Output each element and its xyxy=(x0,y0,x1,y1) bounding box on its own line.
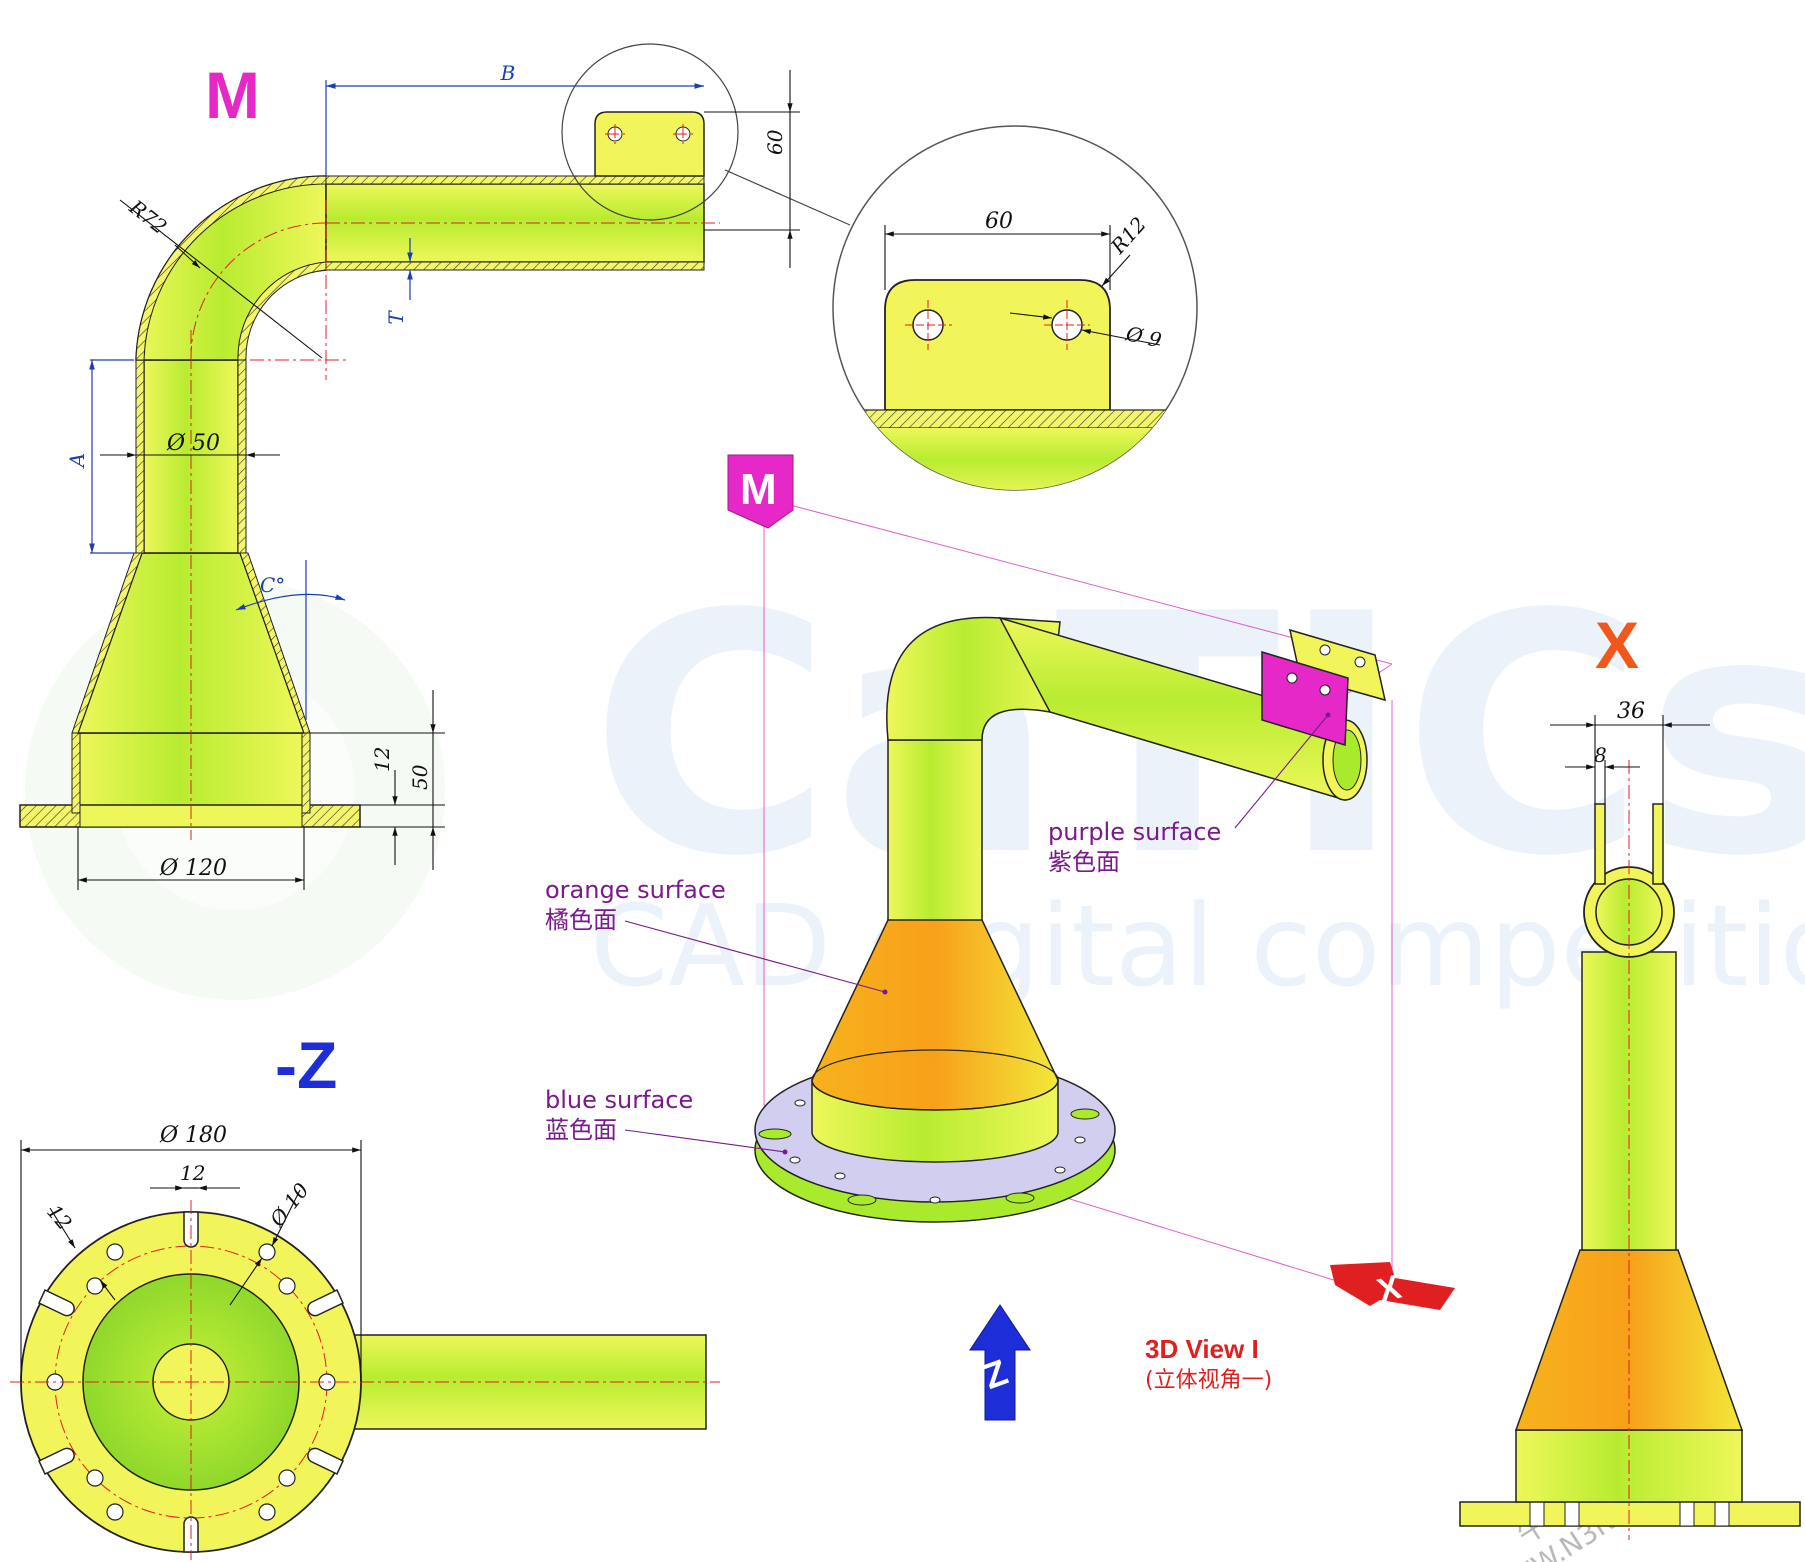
dim-b: B xyxy=(500,61,516,85)
detail-view: 60 R12 Ø 9 xyxy=(832,125,1198,491)
label-orange-surface-cn: 橘色面 xyxy=(545,906,617,934)
dim-60-height: 60 xyxy=(763,129,787,155)
dim-8: 8 xyxy=(1594,743,1607,767)
dim-a: A xyxy=(65,453,89,469)
label-purple-surface: purple surface xyxy=(1048,818,1221,846)
label-purple-surface-cn: 紫色面 xyxy=(1048,848,1120,876)
view-marker-z: Z xyxy=(969,1304,1031,1421)
dim-d180: Ø 180 xyxy=(159,1123,227,1148)
dim-12-height: 12 xyxy=(370,747,394,772)
view-subtitle: (立体视角一) xyxy=(1145,1368,1272,1393)
bottom-view: Ø 180 12 12 Ø 10 -Z xyxy=(10,1028,720,1560)
dim-t: T xyxy=(384,310,408,325)
label-orange-surface: orange surface xyxy=(545,876,726,904)
dim-r72: R72 xyxy=(124,194,171,238)
svg-text:M: M xyxy=(740,465,777,514)
view-label-m: M xyxy=(205,58,260,132)
view-marker-m: M xyxy=(727,454,794,529)
view-label-minus-z: -Z xyxy=(275,1028,337,1102)
label-blue-surface: blue surface xyxy=(545,1086,693,1114)
dim-d120: Ø 120 xyxy=(159,856,227,881)
view-label-x: X xyxy=(1595,608,1639,682)
dim-c-angle: C° xyxy=(260,573,285,597)
dim-50-height: 50 xyxy=(408,764,432,790)
dim-d10: Ø 10 xyxy=(264,1178,313,1232)
dim-12-slot-width: 12 xyxy=(180,1161,205,1185)
svg-text:X: X xyxy=(1373,1268,1405,1311)
iso-view: purple surface 紫色面 orange surface 橘色面 bl… xyxy=(545,454,1455,1421)
view-title: 3D View I xyxy=(1145,1334,1259,1364)
dim-12-slot: 12 xyxy=(42,1200,77,1235)
label-blue-surface-cn: 蓝色面 xyxy=(545,1116,617,1144)
side-view: 36 8 X xyxy=(1459,608,1801,1540)
front-view: B A T C° xyxy=(19,43,851,890)
dim-36: 36 xyxy=(1617,699,1645,724)
dim-d50: Ø 50 xyxy=(166,431,220,456)
detail-dim-60: 60 xyxy=(985,209,1013,234)
purple-surface xyxy=(1261,650,1349,746)
view-marker-x: X xyxy=(1330,1262,1455,1310)
